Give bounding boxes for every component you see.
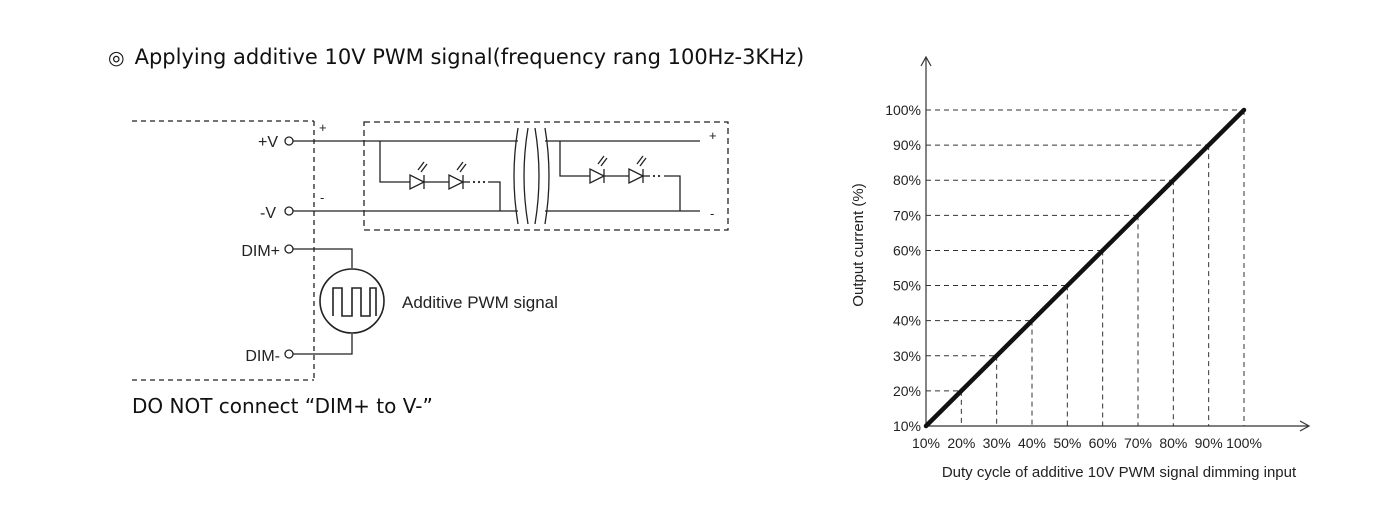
x-axis-arrow-icon — [1299, 420, 1311, 432]
circuit-diagram — [132, 120, 729, 381]
label-vminus: -V — [260, 205, 276, 222]
y-tick-label: 90% — [893, 137, 921, 153]
label-driver-plus: + — [319, 120, 327, 135]
led-string-right-end — [664, 175, 681, 211]
led-string-right-start — [559, 141, 590, 177]
label-dimminus: DIM- — [245, 348, 280, 365]
y-tick-label: 40% — [893, 313, 921, 329]
x-tick-label: 100% — [1226, 435, 1262, 451]
data-point — [959, 389, 963, 393]
wire-break-right — [534, 127, 550, 225]
x-tick-label: 20% — [947, 435, 975, 451]
y-tick-label: 80% — [893, 172, 921, 188]
data-point — [1171, 178, 1175, 182]
y-tick-label: 20% — [893, 383, 921, 399]
data-point — [1242, 108, 1246, 112]
led-string-left-start — [379, 141, 410, 183]
wire-break-left — [513, 127, 529, 225]
dimming-chart: 10%20%30%40%50%60%70%80%90%100%10%20%30%… — [850, 55, 1311, 481]
terminal-dimplus — [284, 244, 294, 254]
terminal-vminus — [284, 206, 294, 216]
y-axis-arrow-icon — [920, 55, 932, 67]
led-light-icon — [417, 161, 467, 173]
x-tick-label: 30% — [983, 435, 1011, 451]
heading-text: Applying additive 10V PWM signal(frequen… — [134, 45, 805, 69]
y-tick-label: 30% — [893, 348, 921, 364]
x-tick-label: 90% — [1195, 435, 1223, 451]
label-vplus: +V — [258, 134, 278, 151]
led-icon — [589, 167, 606, 185]
x-tick-label: 10% — [912, 435, 940, 451]
x-axis-label: Duty cycle of additive 10V PWM signal di… — [942, 464, 1297, 481]
load-box — [363, 121, 729, 231]
y-axis-label: Output current (%) — [850, 183, 867, 306]
x-tick-label: 40% — [1018, 435, 1046, 451]
data-point — [924, 424, 928, 428]
wire-dimminus — [293, 334, 353, 355]
x-tick-label: 70% — [1124, 435, 1152, 451]
pwm-source-icon — [319, 268, 385, 334]
warning-note: DO NOT connect “DIM+ to V-” — [132, 394, 433, 418]
x-tick-label: 80% — [1159, 435, 1187, 451]
y-tick-label: 60% — [893, 242, 921, 258]
heading: ◎ Applying additive 10V PWM signal(freque… — [108, 45, 804, 69]
label-dimplus: DIM+ — [241, 243, 280, 260]
data-point — [1030, 319, 1034, 323]
series-line — [923, 107, 1247, 429]
data-point — [1065, 284, 1069, 288]
y-tick-label: 10% — [893, 418, 921, 434]
x-tick-label: 50% — [1053, 435, 1081, 451]
wire-dimplus — [293, 248, 353, 268]
y-tick-label: 50% — [893, 278, 921, 294]
label-driver-minus: - — [320, 190, 324, 205]
led-icon — [628, 167, 645, 185]
label-load-plus: + — [709, 128, 717, 143]
label-pwm-signal: Additive PWM signal — [402, 293, 558, 312]
data-point — [995, 354, 999, 358]
label-load-minus: - — [710, 206, 714, 221]
terminal-vplus — [284, 136, 294, 146]
y-tick-label: 100% — [885, 102, 921, 118]
data-point — [1101, 248, 1105, 252]
led-icon — [409, 173, 426, 191]
x-tick-label: 60% — [1089, 435, 1117, 451]
led-light-icon — [597, 155, 647, 167]
data-point — [1136, 213, 1140, 217]
led-string-left-end — [488, 181, 501, 211]
square-wave-icon — [332, 287, 377, 317]
led-icon — [448, 173, 465, 191]
bullet-icon: ◎ — [108, 47, 125, 69]
terminal-dimminus — [284, 349, 294, 359]
data-point — [1207, 143, 1211, 147]
led-ellipsis — [472, 174, 661, 184]
y-tick-label: 70% — [893, 207, 921, 223]
